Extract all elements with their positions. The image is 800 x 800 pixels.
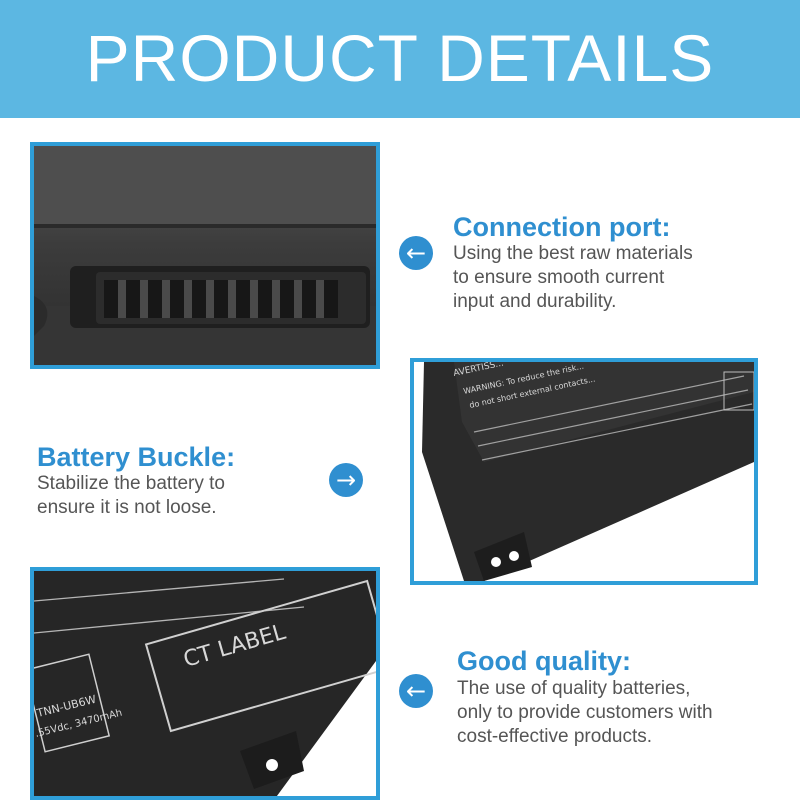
arrow-left-icon: ← <box>399 674 433 708</box>
arrow-left-icon: ← <box>399 236 433 270</box>
good-quality-line-1: The use of quality batteries, <box>457 678 691 699</box>
connection-port-photo <box>30 142 380 369</box>
good-quality-line-2: only to provide customers with <box>457 702 713 723</box>
connection-port-line-1: Using the best raw materials <box>453 243 693 264</box>
good-quality-photo: CT LABEL TNN-UB6W .55Vdc, 3470mAh <box>30 567 380 800</box>
good-quality-line-3: cost-effective products. <box>457 726 653 747</box>
battery-buckle-line-1: Stabilize the battery to <box>37 473 225 494</box>
battery-buckle-line-2: ensure it is not loose. <box>37 497 217 518</box>
connection-port-line-3: input and durability. <box>453 291 617 312</box>
battery-buckle-heading: Battery Buckle: <box>37 442 236 472</box>
connection-port-line-2: to ensure smooth current <box>453 267 665 288</box>
battery-buckle-photo: AVERTISS... WARNING: To reduce the risk.… <box>410 358 758 585</box>
page-title: PRODUCT DETAILS <box>85 21 715 95</box>
connection-port-heading: Connection port: <box>453 212 671 242</box>
arrow-right-icon: → <box>329 463 363 497</box>
good-quality-heading: Good quality: <box>457 646 631 676</box>
header-banner: PRODUCT DETAILS <box>0 0 800 118</box>
